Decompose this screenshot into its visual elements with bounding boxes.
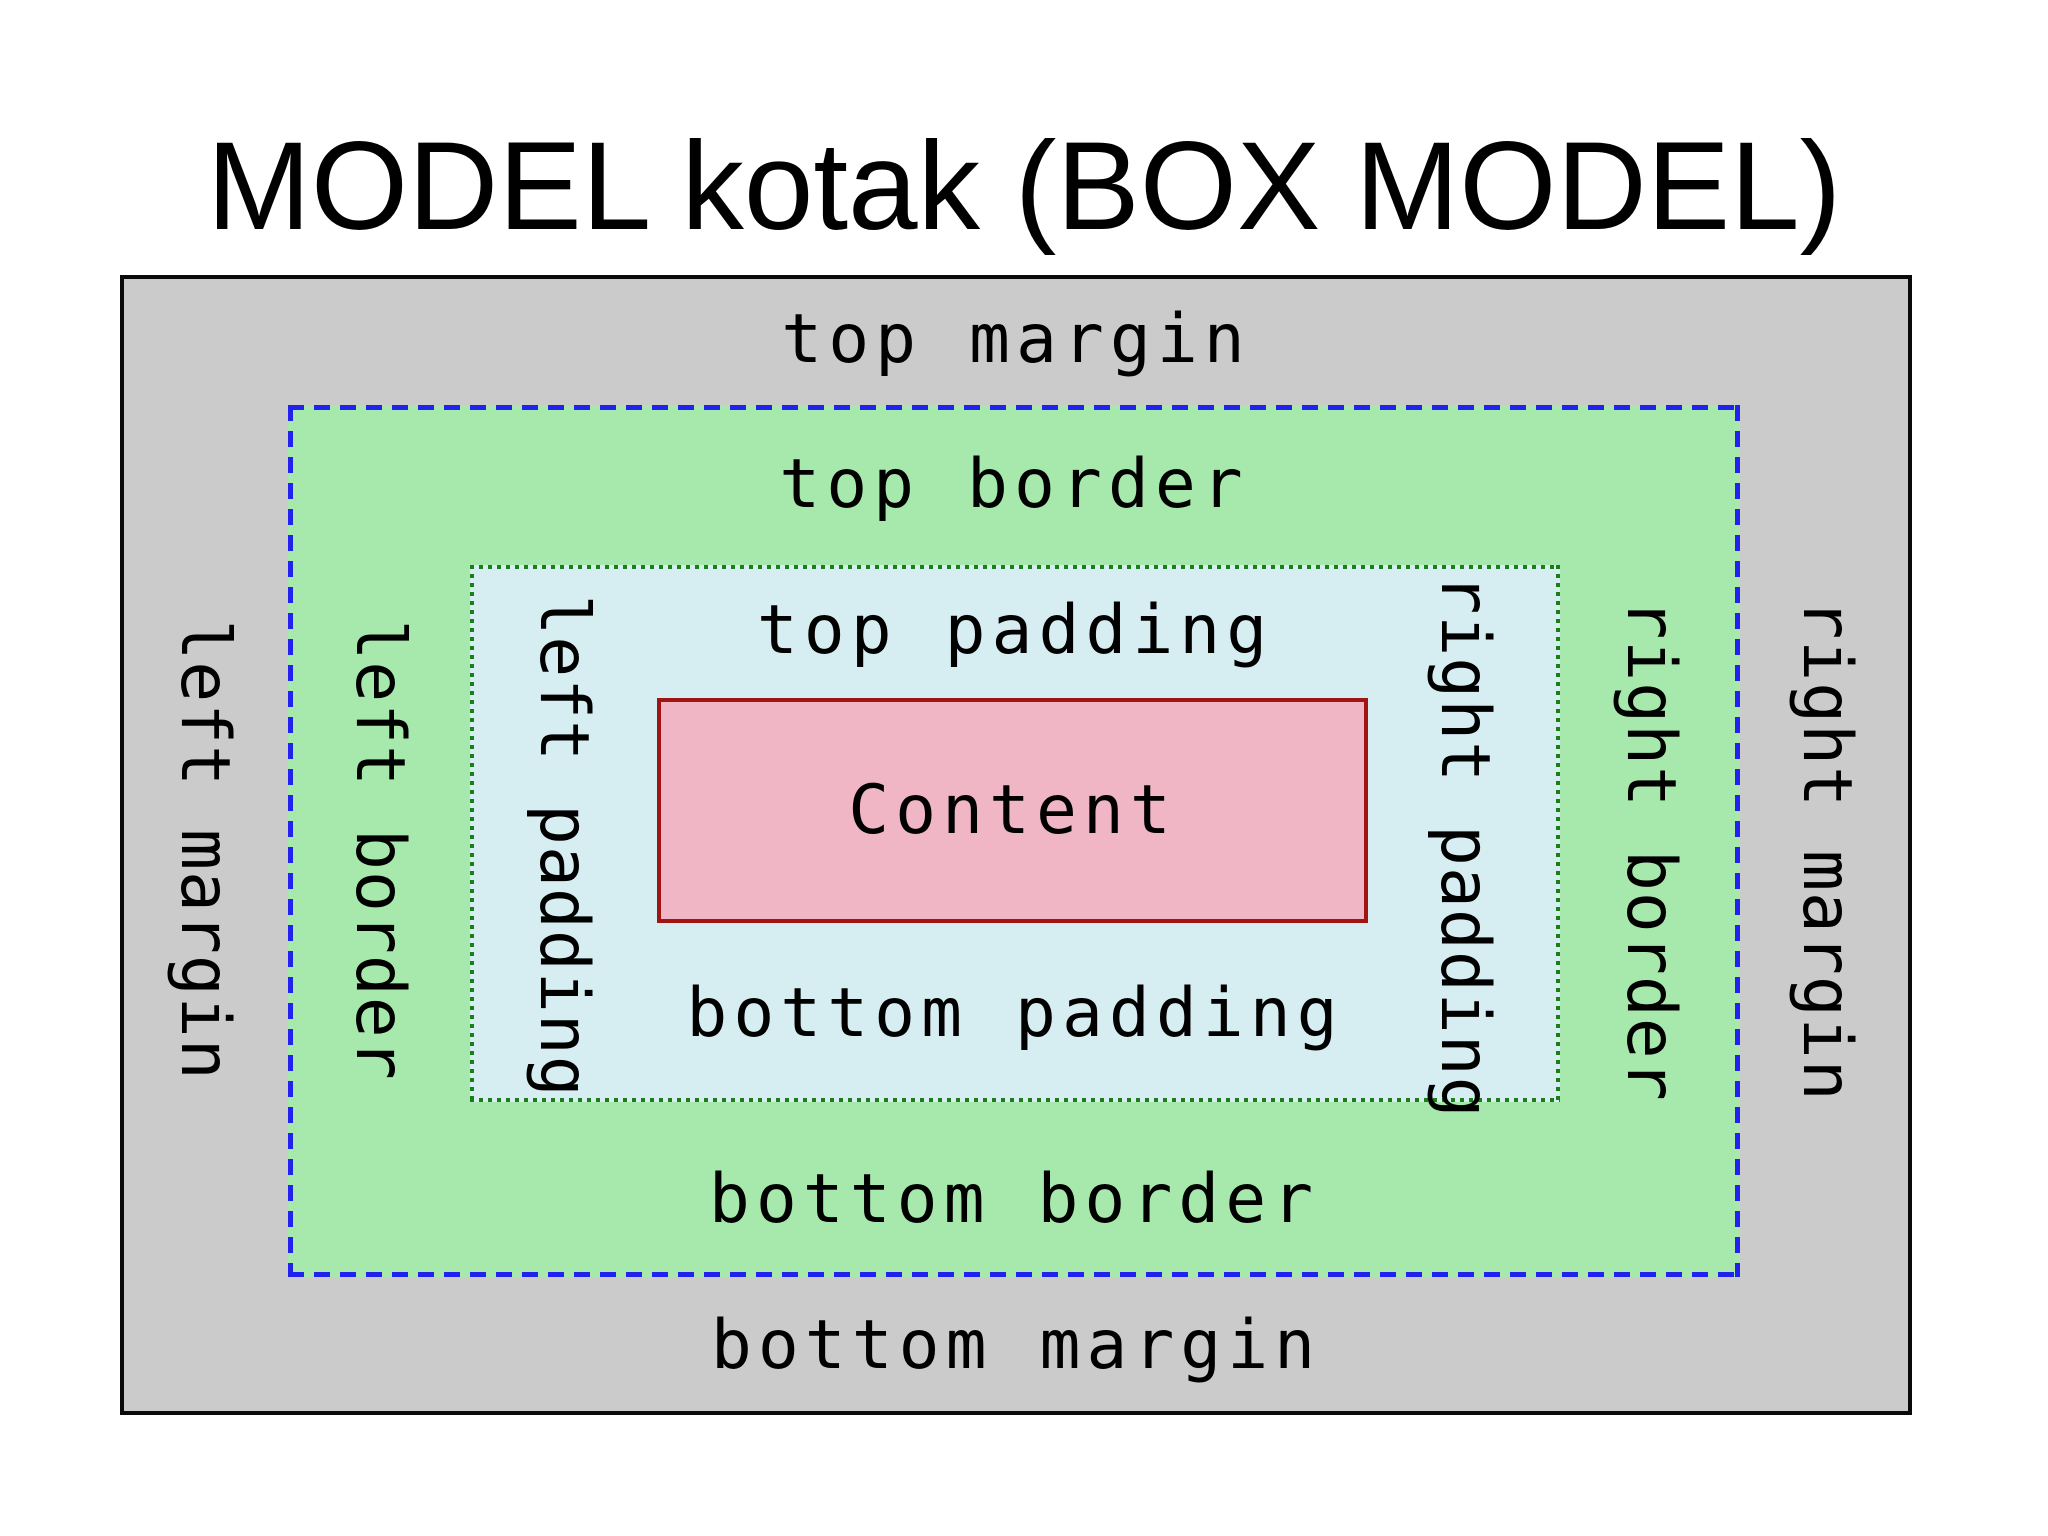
- left-padding-label: left padding: [524, 594, 603, 1098]
- page-title: MODEL kotak (BOX MODEL): [206, 117, 1842, 256]
- bottom-padding-label: bottom padding: [686, 974, 1344, 1053]
- margin-area: top margin bottom margin left margin rig…: [120, 275, 1912, 1415]
- left-border-label: left border: [340, 619, 419, 1081]
- right-margin-label: right margin: [1787, 598, 1866, 1102]
- right-border-label: right border: [1611, 598, 1690, 1102]
- padding-area: top padding bottom padding left padding …: [470, 565, 1560, 1119]
- border-area: top border bottom border left border rig…: [288, 405, 1740, 1277]
- top-margin-label: top margin: [781, 300, 1251, 379]
- content-label: Content: [848, 770, 1177, 850]
- bottom-border-label: bottom border: [708, 1160, 1320, 1239]
- top-padding-label: top padding: [756, 591, 1274, 670]
- content-box: Content: [657, 698, 1368, 923]
- left-margin-label: left margin: [165, 619, 244, 1081]
- right-padding-label: right padding: [1425, 573, 1504, 1119]
- bottom-margin-label: bottom margin: [710, 1306, 1322, 1385]
- top-border-label: top border: [779, 445, 1249, 524]
